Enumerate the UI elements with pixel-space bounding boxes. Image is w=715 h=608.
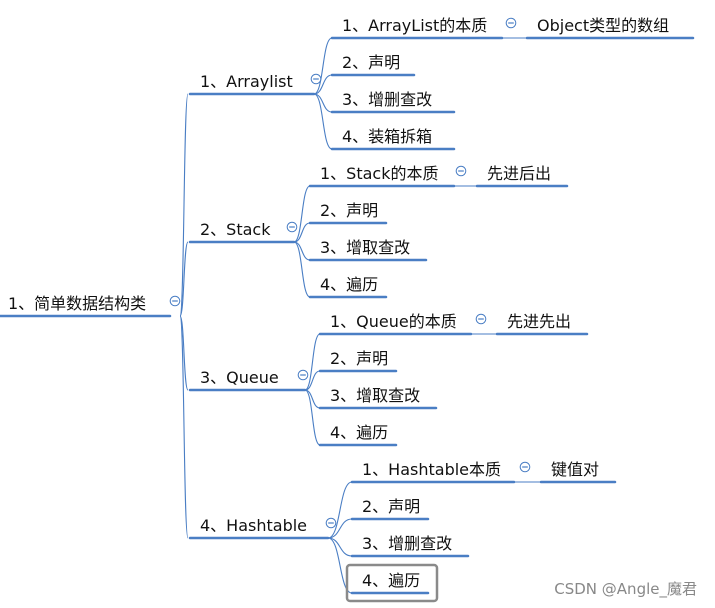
child-label-1-1: 1、ArrayList的本质 <box>342 16 487 35</box>
branch-child-connector-4-3 <box>327 537 353 557</box>
child-label-2-2: 2、声明 <box>320 201 378 220</box>
branch-child-connector-2-2 <box>293 222 311 243</box>
branch-child-connector-3-1 <box>304 333 321 391</box>
branch-child-connector-2-4 <box>293 241 311 298</box>
branch-child-connector-3-2 <box>304 370 321 391</box>
child-label-1-2: 2、声明 <box>342 53 400 72</box>
branch-child-connector-3-4 <box>304 389 321 446</box>
branch-child-connector-1-3 <box>313 93 333 113</box>
root-branch-connector-2 <box>179 241 189 317</box>
child-label-3-3: 3、增取查改 <box>330 386 420 405</box>
watermark-text: CSDN @Angle_魔君 <box>554 580 697 599</box>
root-branch-connector-1 <box>179 93 189 317</box>
branch-child-connector-1-2 <box>313 74 333 95</box>
child-collapse-toggle-4-1[interactable] <box>519 461 531 473</box>
child-collapse-toggle-2-1[interactable] <box>455 165 467 177</box>
detail-label-2: 先进后出 <box>487 164 551 183</box>
node-underlines <box>0 36 695 595</box>
detail-label-4: 键值对 <box>551 460 599 479</box>
branch-child-connector-2-3 <box>293 241 311 261</box>
branch-label-2: 2、Stack <box>200 220 271 239</box>
detail-label-3: 先进先出 <box>507 312 571 331</box>
child-label-4-2: 2、声明 <box>362 497 420 516</box>
detail-label-1: Object类型的数组 <box>537 16 669 35</box>
branch-child-connector-1-1 <box>313 37 333 95</box>
child-label-3-2: 2、声明 <box>330 349 388 368</box>
child-label-1-3: 3、增删查改 <box>342 90 432 109</box>
branch-child-connector-1-4 <box>313 93 333 150</box>
root-node-label: 1、简单数据结构类 <box>8 294 146 313</box>
child-label-3-1: 1、Queue的本质 <box>330 312 457 331</box>
branch-collapse-toggle-3[interactable] <box>297 369 309 381</box>
child-label-4-3: 3、增删查改 <box>362 534 452 553</box>
child-label-1-4: 4、装箱拆箱 <box>342 127 432 146</box>
child-label-2-4: 4、遍历 <box>320 275 378 294</box>
child-label-2-1: 1、Stack的本质 <box>320 164 438 183</box>
root-branch-connector-3 <box>179 315 189 391</box>
connector-lines <box>179 37 541 594</box>
child-label-4-4: 4、遍历 <box>362 571 420 590</box>
child-collapse-toggle-1-1[interactable] <box>505 17 517 29</box>
branch-child-connector-2-1 <box>293 185 311 243</box>
child-label-4-1: 1、Hashtable本质 <box>362 460 501 479</box>
collapse-toggles <box>169 17 531 529</box>
child-label-2-3: 3、增取查改 <box>320 238 410 257</box>
branch-child-connector-4-1 <box>327 481 353 539</box>
branch-child-connector-4-4 <box>327 537 353 594</box>
child-collapse-toggle-3-1[interactable] <box>475 313 487 325</box>
node-labels: 1、简单数据结构类 1、Arraylist 1、ArrayList的本质 Object… <box>8 16 669 590</box>
branch-collapse-toggle-1[interactable] <box>310 73 322 85</box>
branch-label-1: 1、Arraylist <box>200 72 293 91</box>
branch-label-3: 3、Queue <box>200 368 279 387</box>
root-branch-connector-4 <box>179 315 189 539</box>
branch-label-4: 4、Hashtable <box>200 516 307 535</box>
branch-collapse-toggle-4[interactable] <box>325 517 337 529</box>
branch-child-connector-4-2 <box>327 518 353 539</box>
branch-collapse-toggle-2[interactable] <box>286 221 298 233</box>
selection-overlay <box>345 563 439 603</box>
child-label-3-4: 4、遍历 <box>330 423 388 442</box>
selected-node-highlight[interactable] <box>345 563 439 603</box>
root-collapse-toggle[interactable] <box>169 295 181 307</box>
